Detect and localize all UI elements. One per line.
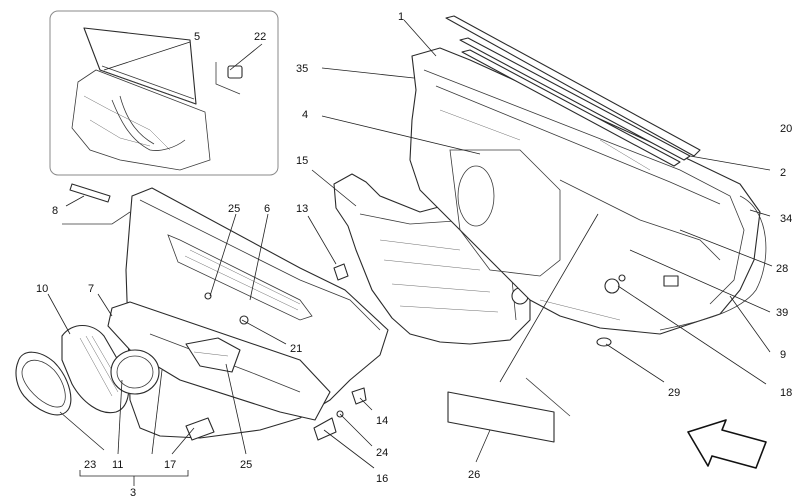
reference-line [62, 211, 131, 225]
part-clip-29 [596, 337, 612, 347]
callout-10: 10 [36, 283, 48, 295]
direction-arrow-icon [687, 419, 767, 469]
callout-22: 22 [254, 31, 266, 43]
callout-23: 23 [84, 459, 96, 471]
callout-29: 29 [668, 387, 680, 399]
leader-lines [47, 19, 773, 486]
callout-20: 20 [780, 123, 792, 135]
callout-14: 14 [376, 415, 388, 427]
callout-1: 1 [398, 11, 404, 23]
callout-8: 8 [52, 205, 58, 217]
callout-34: 34 [780, 213, 792, 225]
callout-25-top: 25 [228, 203, 240, 215]
callout-2: 2 [780, 167, 786, 179]
callout-35: 35 [296, 63, 308, 75]
callout-7: 7 [88, 283, 94, 295]
callout-26: 26 [468, 469, 480, 481]
window-seal-strips [445, 15, 701, 167]
callout-15: 15 [296, 155, 308, 167]
part-bracket-8 [69, 183, 111, 203]
callout-11: 11 [112, 459, 123, 471]
callout-21: 21 [290, 343, 302, 355]
callout-5: 5 [194, 31, 200, 43]
callout-3: 3 [130, 487, 136, 499]
callout-6: 6 [264, 203, 270, 215]
inner-door-module-panel [333, 173, 531, 345]
callout-24: 24 [376, 447, 388, 459]
callout-4: 4 [302, 109, 308, 121]
door-shell-frame [409, 47, 767, 335]
callout-labels: 1 2 3 4 5 6 7 8 9 10 11 13 14 15 16 17 1… [36, 11, 792, 499]
callout-39: 39 [776, 307, 788, 319]
callout-25-bottom: 25 [240, 459, 252, 471]
small-clips [185, 263, 367, 441]
label-plate-26 [447, 391, 555, 443]
reference-line-26 [525, 377, 571, 417]
callout-16: 16 [376, 473, 388, 485]
callout-28: 28 [776, 263, 788, 275]
speaker-grille-group [15, 324, 160, 416]
callout-9: 9 [780, 349, 786, 361]
callout-17: 17 [164, 459, 176, 471]
callout-18: 18 [780, 387, 792, 399]
callout-13: 13 [296, 203, 308, 215]
door-trim-panel [107, 187, 389, 439]
inset-detail-view [49, 10, 279, 176]
